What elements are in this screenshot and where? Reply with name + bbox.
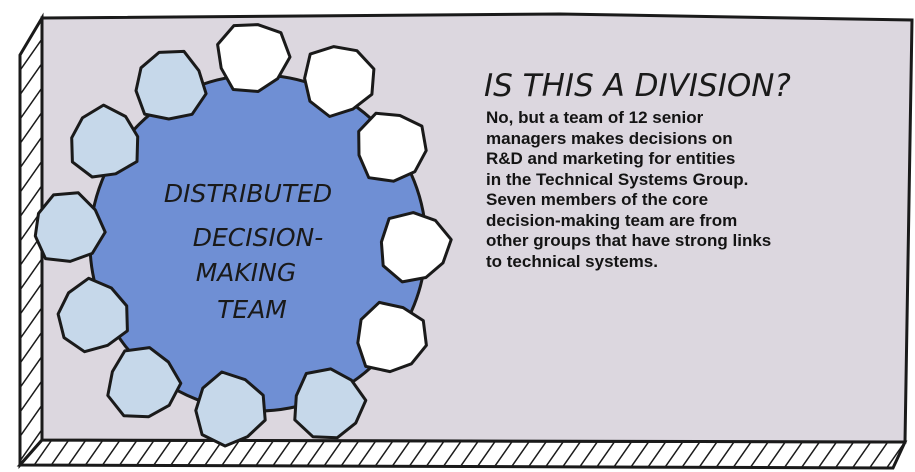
explanation-line-6: decision-making team are from (486, 210, 738, 230)
team-label: DISTRIBUTED DECISION- MAKING TEAM (164, 179, 332, 324)
team-member-seat (357, 111, 428, 183)
team-label-line-2: DECISION- (193, 223, 324, 252)
team-member-seat (33, 191, 107, 263)
panel-bottom-edge (16, 438, 908, 470)
team-member-seat (293, 367, 368, 440)
team-member-seat (303, 45, 376, 118)
explanation-line-5: Seven members of the core (486, 190, 709, 209)
team-member-seat (379, 211, 453, 284)
team-member-seat (134, 49, 208, 121)
team-label-line-4: TEAM (217, 295, 287, 324)
explanation-line-1: No, but a team of 12 senior (486, 108, 704, 127)
panel-heading: IS THIS A DIVISION? (484, 68, 791, 104)
team-member-seat (106, 346, 183, 419)
team-member-seats (33, 23, 453, 448)
team-member-seat (194, 370, 267, 448)
team-member-seat (356, 300, 428, 374)
explanation-line-8: to technical systems. (486, 251, 658, 271)
explanation-text: No, but a team of 12 senior managers mak… (486, 108, 896, 272)
explanation-line-4: in the Technical Systems Group. (486, 169, 749, 189)
team-member-seat (216, 23, 292, 93)
team-member-seat (56, 276, 129, 354)
explanation-line-3: R&D and marketing for entities (486, 149, 736, 168)
team-label-line-3: MAKING (196, 258, 297, 287)
team-label-line-1: DISTRIBUTED (164, 179, 332, 208)
team-member-seat (70, 103, 140, 179)
explanation-line-7: other groups that have strong links (486, 231, 772, 250)
explanation-line-2: managers makes decisions on (486, 128, 733, 148)
